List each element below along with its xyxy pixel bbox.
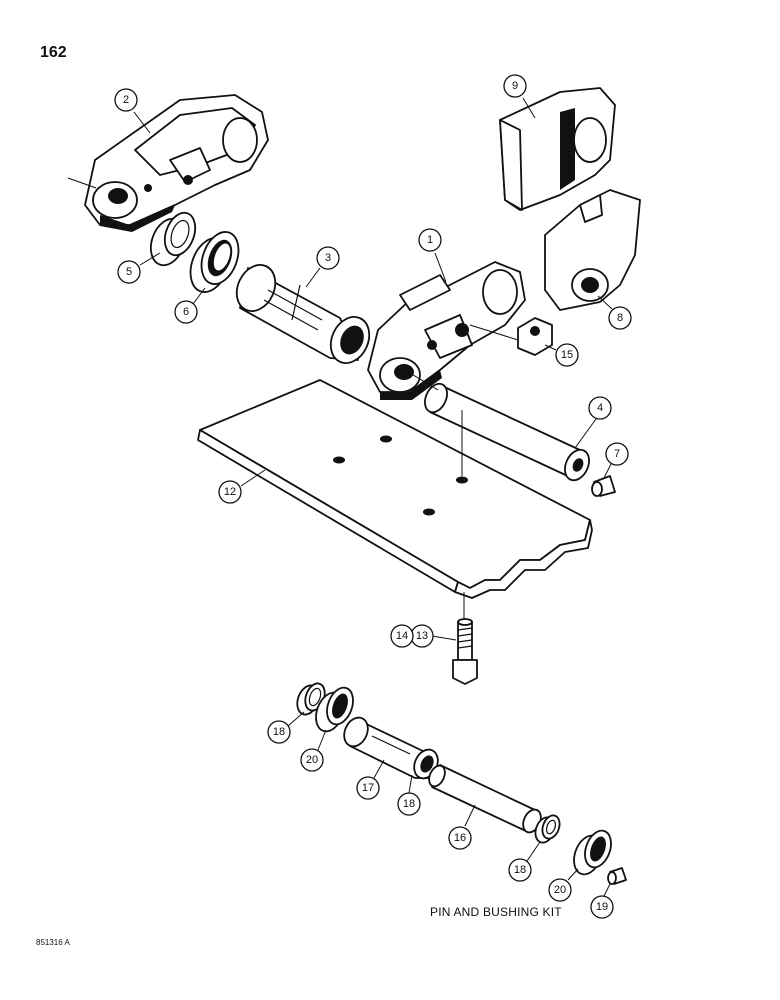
callout-18-a: 18 (267, 720, 291, 744)
callout-20-b: 20 (548, 878, 572, 902)
page-number: 162 (40, 44, 67, 61)
svg-text:13: 13 (416, 630, 428, 642)
svg-text:6: 6 (183, 306, 189, 318)
callout-1: 1 (418, 228, 442, 252)
svg-text:18: 18 (273, 726, 285, 738)
callout-16: 16 (448, 826, 472, 850)
svg-text:18: 18 (403, 798, 415, 810)
kit-label: PIN AND BUSHING KIT (430, 905, 562, 919)
callout-7: 7 (605, 442, 629, 466)
callout-20-a: 20 (300, 748, 324, 772)
callout-leaders (133, 97, 613, 897)
callout-6: 6 (174, 300, 198, 324)
master-link-part-9 (499, 87, 616, 211)
svg-text:20: 20 (554, 884, 566, 896)
svg-text:18: 18 (514, 864, 526, 876)
svg-text:4: 4 (597, 402, 603, 414)
spacer-ring-part-5 (149, 211, 197, 267)
kit-plug-part-19 (607, 867, 627, 885)
svg-text:12: 12 (224, 486, 236, 498)
svg-text:7: 7 (614, 448, 620, 460)
kit-bushing-part-17 (343, 716, 439, 780)
track-link-part-1 (367, 261, 526, 400)
kit-seal-part-20-left (315, 686, 354, 733)
svg-text:19: 19 (596, 901, 608, 913)
svg-text:3: 3 (325, 252, 331, 264)
track-link-part-2 (67, 94, 269, 232)
svg-text:17: 17 (362, 782, 374, 794)
svg-text:5: 5 (126, 266, 132, 278)
kit-pin-part-16 (428, 764, 542, 834)
callout-8: 8 (608, 306, 632, 330)
callout-18-c: 18 (508, 858, 532, 882)
plug-part-7 (591, 475, 616, 497)
svg-text:1: 1 (427, 234, 433, 246)
bolt-part-13 (452, 618, 478, 685)
track-shoe-part-12 (197, 379, 593, 620)
callout-13: 13 (410, 624, 434, 648)
bushing-part-3 (235, 264, 371, 364)
svg-text:9: 9 (512, 80, 518, 92)
callout-3: 3 (316, 246, 340, 270)
pin-part-4 (404, 369, 590, 482)
kit-seal-part-20-right (573, 829, 612, 876)
master-link-part-8 (544, 189, 641, 311)
callout-9: 9 (503, 74, 527, 98)
svg-text:8: 8 (617, 312, 623, 324)
kit-ring-part-18-right (534, 814, 561, 844)
callout-12: 12 (218, 480, 242, 504)
callout-17: 17 (356, 776, 380, 800)
callout-2: 2 (114, 88, 138, 112)
svg-text:2: 2 (123, 94, 129, 106)
callout-18-b: 18 (397, 792, 421, 816)
callout-14: 14 (390, 624, 414, 648)
nut-part-15 (469, 317, 553, 356)
svg-text:16: 16 (454, 832, 466, 844)
svg-text:20: 20 (306, 754, 318, 766)
svg-text:15: 15 (561, 349, 573, 361)
callout-15: 15 (555, 343, 579, 367)
callout-19: 19 (590, 895, 614, 919)
svg-text:14: 14 (396, 630, 408, 642)
drawing-id: 851316 A (36, 938, 70, 947)
seal-part-6 (189, 231, 240, 293)
callout-4: 4 (588, 396, 612, 420)
callout-5: 5 (117, 260, 141, 284)
